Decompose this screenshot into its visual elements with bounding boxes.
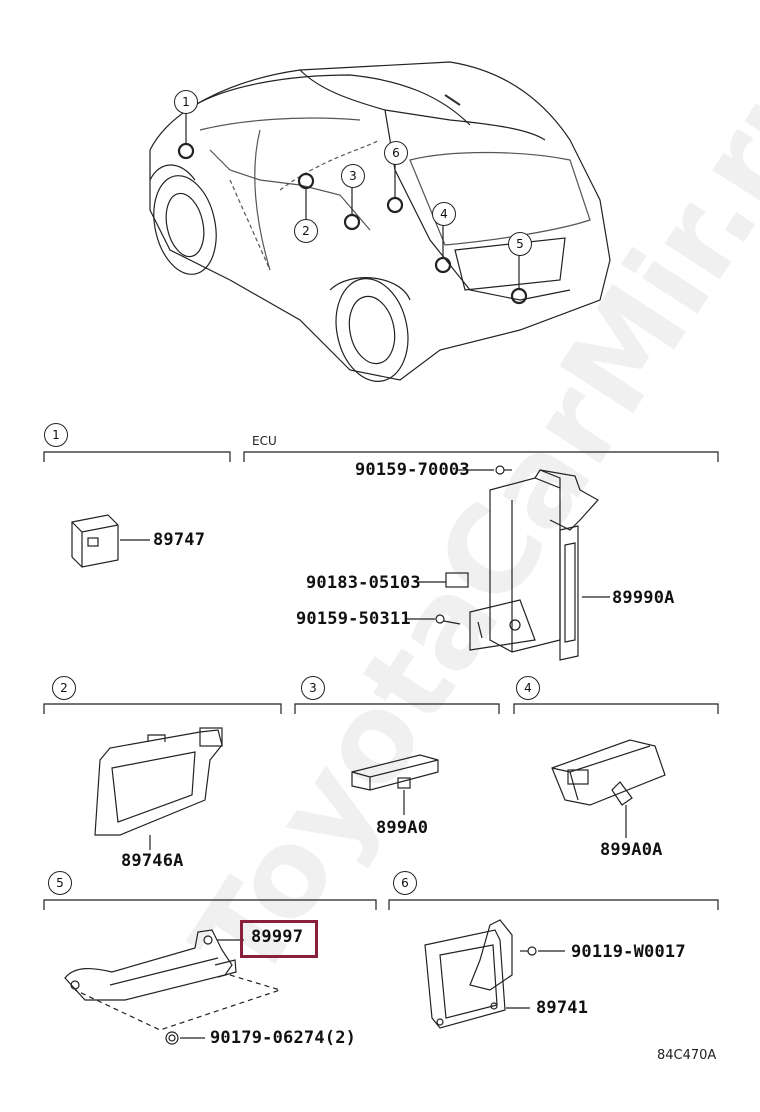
section-brackets xyxy=(43,451,719,910)
section-3-number: 3 xyxy=(301,676,325,700)
part-label-90159-50311[interactable]: 90159-50311 xyxy=(296,609,411,629)
part-label-89990A[interactable]: 89990A xyxy=(612,588,675,608)
part-label-90183-05103[interactable]: 90183-05103 xyxy=(306,573,421,593)
highlight-box xyxy=(240,920,318,958)
car-callout-6: 6 xyxy=(384,141,408,165)
part-label-90159-70003[interactable]: 90159-70003 xyxy=(355,460,470,480)
car-illustration xyxy=(149,61,611,382)
part-label-899A0[interactable]: 899A0 xyxy=(376,818,429,838)
car-callout-2: 2 xyxy=(294,219,318,243)
part-label-899A0A[interactable]: 899A0A xyxy=(600,840,663,860)
section-2-number: 2 xyxy=(52,676,76,700)
car-callout-5: 5 xyxy=(508,232,532,256)
section-4-number: 4 xyxy=(516,676,540,700)
section-6-number: 6 xyxy=(393,871,417,895)
part-label-90119-W0017[interactable]: 90119-W0017 xyxy=(571,942,686,962)
part-label-89997[interactable]: 89997 xyxy=(251,927,304,947)
car-callout-3: 3 xyxy=(341,164,365,188)
part-label-90179-06274[interactable]: 90179-06274(2) xyxy=(210,1028,357,1048)
figure-code: 84C470A xyxy=(657,1048,717,1063)
part-899A0-drawing xyxy=(351,754,439,815)
part-label-89741[interactable]: 89741 xyxy=(536,998,589,1018)
part-label-89746A[interactable]: 89746A xyxy=(121,851,184,871)
part-label-89747[interactable]: 89747 xyxy=(153,530,206,550)
section-1-number: 1 xyxy=(44,423,68,447)
part-89997-drawing xyxy=(64,929,282,1045)
section-5-number: 5 xyxy=(48,871,72,895)
part-89746A-drawing xyxy=(94,727,223,850)
part-89741-drawing xyxy=(424,919,565,1029)
section-ecu-title: ECU xyxy=(252,434,277,448)
car-callout-1: 1 xyxy=(174,90,198,114)
part-89990A-drawing xyxy=(405,465,610,661)
car-callout-4: 4 xyxy=(432,202,456,226)
part-89747-drawing xyxy=(71,514,150,568)
part-899A0A-drawing xyxy=(551,739,666,838)
